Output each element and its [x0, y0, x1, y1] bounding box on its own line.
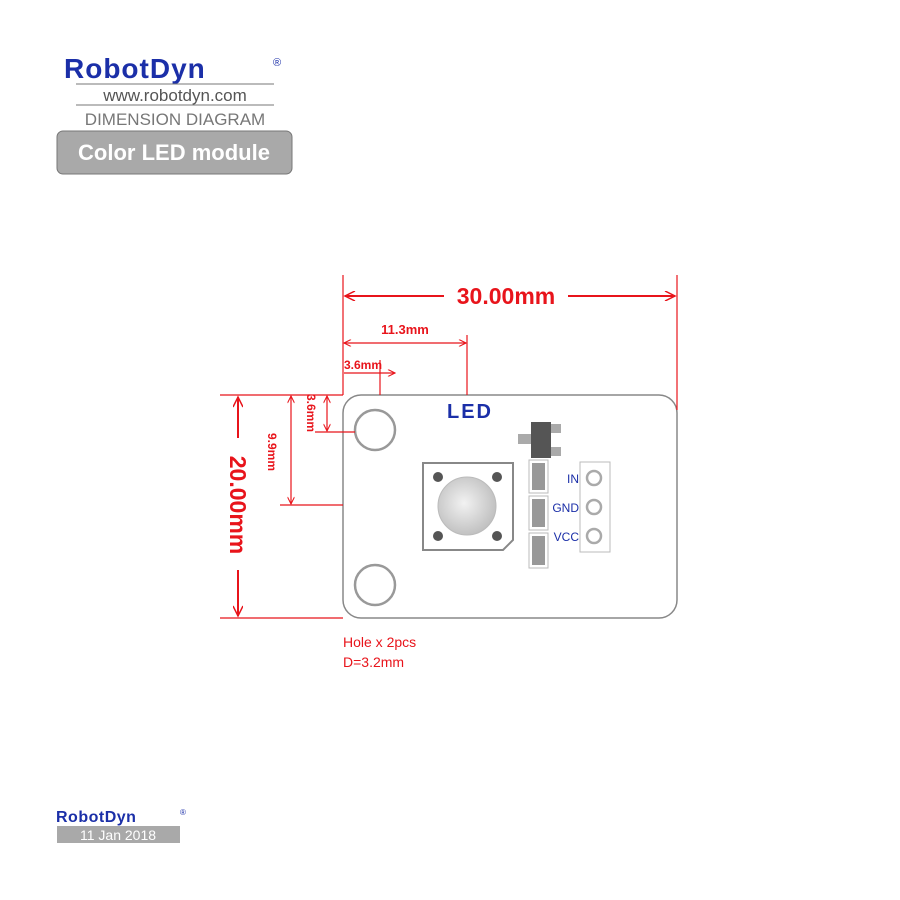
footprint-pads	[433, 472, 502, 541]
led-icon	[437, 476, 497, 536]
silkscreen-label: LED	[447, 401, 493, 423]
footer: RobotDyn ® 11 Jan 2018	[56, 808, 186, 843]
registered-mark: ®	[273, 57, 281, 69]
led-module-board: LED IN GND VCC	[342, 394, 678, 619]
header-logo: RobotDyn ® www.robotdyn.com DIMENSION DI…	[56, 53, 293, 175]
width-dimension: 30.00mm	[457, 283, 555, 309]
doc-type: DIMENSION DIAGRAM	[85, 110, 265, 129]
mounting-hole	[353, 408, 397, 452]
height-dimension: 20.00mm	[225, 456, 251, 554]
hole-offset-y: 3.6mm	[304, 394, 318, 432]
led-offset-x: 11.3mm	[381, 322, 429, 337]
website-text: www.robotdyn.com	[102, 86, 247, 105]
pin-in	[585, 469, 603, 487]
resistors	[528, 459, 549, 569]
hole-note-diameter: D=3.2mm	[343, 654, 404, 670]
hole-offset-x: 3.6mm	[344, 358, 382, 372]
product-badge	[56, 130, 293, 175]
date-text: 11 Jan 2018	[80, 827, 156, 843]
registered-mark: ®	[180, 808, 186, 817]
product-name: Color LED module	[78, 140, 270, 165]
pin-gnd	[585, 498, 603, 516]
pin-label: GND	[552, 501, 579, 515]
hole-note-count: Hole x 2pcs	[343, 634, 416, 650]
brand-logo: RobotDyn	[64, 53, 206, 84]
pin-header	[579, 461, 611, 553]
transistor-icon	[518, 422, 561, 458]
pin-vcc	[585, 527, 603, 545]
dimension-lines	[220, 275, 678, 619]
led-offset-y: 9.9mm	[265, 433, 279, 471]
pin-label: VCC	[554, 530, 580, 544]
pin-label: IN	[567, 472, 579, 486]
date-badge	[57, 826, 180, 843]
footer-logo: RobotDyn	[56, 809, 136, 826]
mounting-hole	[353, 563, 397, 607]
